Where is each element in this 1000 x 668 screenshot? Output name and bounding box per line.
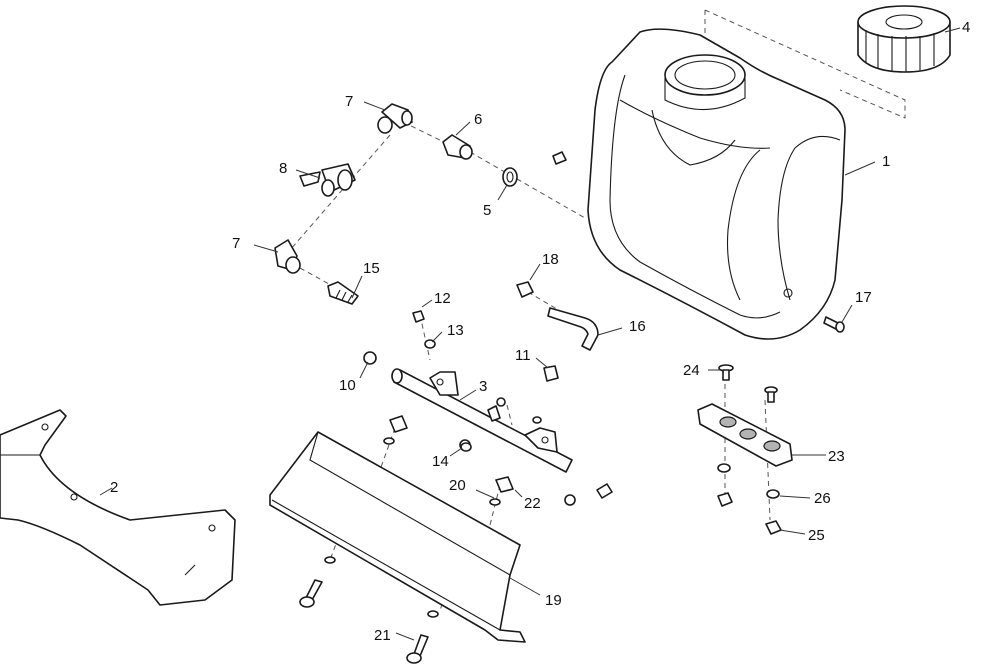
fitting-part-6 [442,134,473,160]
leader-lines [99,27,961,641]
nut-part-11 [543,365,559,382]
callout-4: 4 [962,19,970,36]
callout-22: 22 [524,495,541,512]
bracket-part-23 [697,403,793,467]
valve-part-8 [299,163,356,197]
callout-labels: 1 2 3 4 5 6 7 7 8 10 11 12 13 14 15 16 1… [110,19,970,644]
callout-7-lower: 7 [232,235,240,252]
washer-under-bolt-24 [717,463,733,507]
callout-7-upper: 7 [345,93,353,110]
tank-part-1 [587,28,846,340]
callout-13: 13 [447,322,464,339]
nut-part-18 [516,281,534,298]
callout-8: 8 [279,160,287,177]
callout-20: 20 [449,477,466,494]
nozzle-part-14 [460,442,472,452]
cap-part-4 [857,5,951,73]
callout-2: 2 [110,479,118,496]
callout-19: 19 [545,592,562,609]
bent-hose-part-16 [547,307,599,351]
hose-barb-part-15 [327,281,359,305]
callout-25: 25 [808,527,825,544]
callout-17: 17 [855,289,872,306]
callout-16: 16 [629,318,646,335]
callout-14: 14 [432,453,449,470]
callout-6: 6 [474,111,482,128]
callout-1: 1 [882,153,890,170]
callout-10: 10 [339,377,356,394]
washer-part-5 [502,167,518,187]
callout-26: 26 [814,490,831,507]
callout-3: 3 [479,378,487,395]
callout-11: 11 [515,347,531,364]
callout-18: 18 [542,251,559,268]
screw-part-17 [823,316,845,333]
nut-part-25 [765,520,782,535]
callout-5: 5 [483,202,491,219]
small-bolt-near-tank [552,151,567,165]
guard-part-2 [0,409,236,606]
callout-15: 15 [363,260,380,277]
deflector-plate-part-19 [269,415,526,643]
elbow-fitting-part-7-lower [274,239,301,274]
callout-12: 12 [434,290,451,307]
callout-23: 23 [828,448,845,465]
manifold-tube-part-3 [391,368,613,506]
callout-24: 24 [683,362,700,379]
elbow-fitting-part-7-upper [377,103,413,134]
carriage-bolt-part-21 [299,579,429,664]
callout-21: 21 [374,627,391,644]
washer-part-26 [766,489,780,499]
bolt-part-24 [718,364,778,403]
plug-part-10 [363,351,377,365]
nut-part-12 [412,310,425,323]
